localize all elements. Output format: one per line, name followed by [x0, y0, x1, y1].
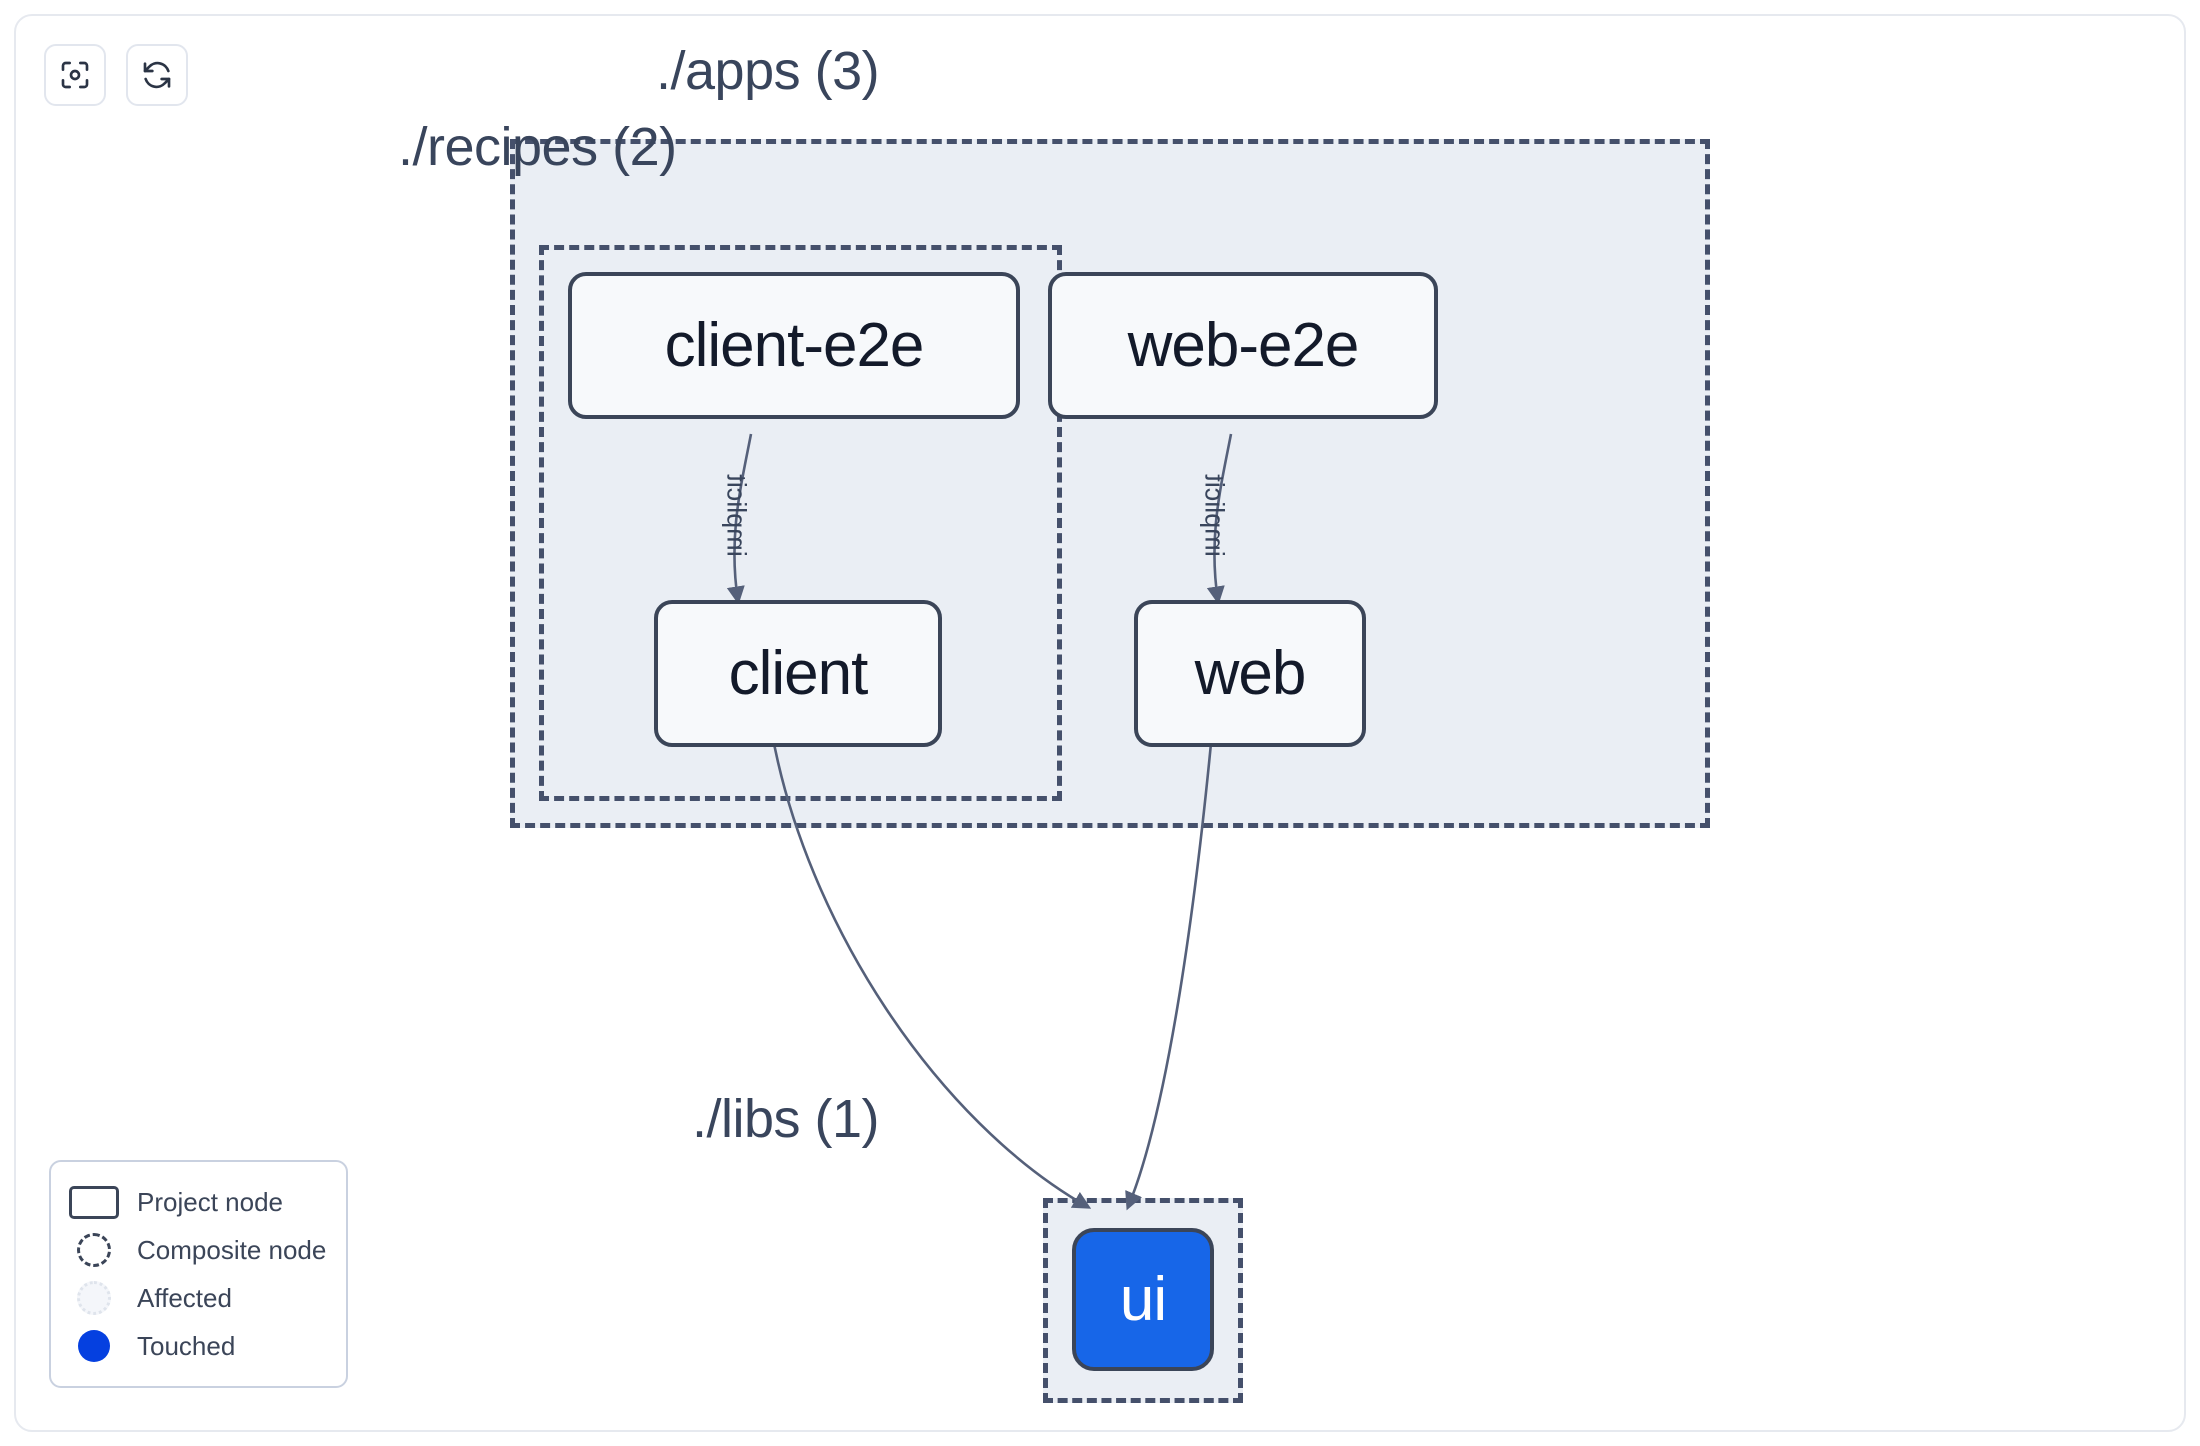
project-node-swatch: [69, 1185, 119, 1219]
edge-label-client-e2e-implicit: implicit: [721, 474, 752, 557]
node-client-e2e[interactable]: client-e2e: [568, 272, 1020, 419]
group-label-recipes: ./recipes (2): [398, 117, 677, 177]
affected-swatch: [69, 1281, 119, 1315]
node-web-e2e[interactable]: web-e2e: [1048, 272, 1438, 419]
node-client[interactable]: client: [654, 600, 942, 747]
edge-client-e2e-to-client: [726, 433, 753, 605]
legend-item-affected: Affected: [69, 1274, 326, 1322]
edge-label-web-e2e-implicit: implicit: [1199, 474, 1230, 557]
refresh-icon: [141, 59, 173, 91]
graph-edges-layer: [726, 433, 1233, 1211]
legend-item-touched: Touched: [69, 1322, 326, 1370]
graph-toolbar: [44, 44, 188, 106]
node-label: client: [728, 639, 869, 708]
legend-label: Touched: [137, 1330, 236, 1361]
focus-icon: [59, 59, 91, 91]
legend-label: Project node: [137, 1186, 283, 1217]
edge-web-e2e-to-web: [1206, 433, 1233, 605]
edge-web-to-ui: [1125, 732, 1214, 1211]
node-label: client-e2e: [664, 311, 925, 380]
group-label-libs: ./libs (1): [692, 1089, 880, 1149]
group-label-apps: ./apps (3): [656, 41, 880, 101]
node-ui[interactable]: ui: [1072, 1228, 1214, 1371]
refresh-graph-button[interactable]: [126, 44, 188, 106]
node-web[interactable]: web: [1134, 600, 1366, 747]
graph-canvas-frame: ./apps (3) ./recipes (2) ./libs (1) clie…: [14, 14, 2186, 1432]
node-label: web: [1194, 639, 1307, 708]
graph-legend: Project node Composite node Affected Tou…: [49, 1160, 349, 1388]
node-label: ui: [1119, 1265, 1167, 1334]
composite-node-swatch: [69, 1233, 119, 1267]
touched-swatch: [69, 1329, 119, 1363]
edge-client-to-ui: [770, 732, 1092, 1209]
node-label: web-e2e: [1127, 311, 1360, 380]
legend-item-composite-node: Composite node: [69, 1226, 326, 1274]
legend-item-project-node: Project node: [69, 1178, 326, 1226]
legend-label: Composite node: [137, 1234, 327, 1265]
legend-label: Affected: [137, 1282, 232, 1313]
focus-graph-button[interactable]: [44, 44, 106, 106]
